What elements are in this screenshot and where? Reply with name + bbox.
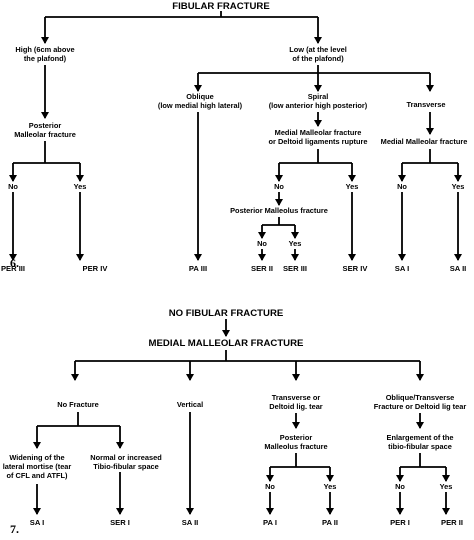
figure-6-title: FIBULAR FRACTURE <box>172 1 270 12</box>
node-spiral: Spiral(low anterior high posterior) <box>269 92 368 110</box>
node-yes-3: Yes <box>289 239 302 248</box>
leaf-per-i: PER I <box>390 518 410 527</box>
leaf-sa-ii-7: SA II <box>182 518 199 527</box>
node-yes-2: Yes <box>346 182 359 191</box>
leaf-sa-ii: SA II <box>450 264 467 273</box>
node-no-1: No <box>8 182 18 191</box>
leaf-sa-i-7: SA I <box>30 518 45 527</box>
node-no-fracture: No Fracture <box>57 400 98 409</box>
leaf-pa-i: PA I <box>263 518 277 527</box>
node-medial-malleolar: Medial Malleolar fracture <box>381 137 468 146</box>
node-transverse: Transverse <box>406 100 445 109</box>
node-no-4: No <box>397 182 407 191</box>
leaf-per-iii: PER III <box>1 264 25 273</box>
leaf-sa-i: SA I <box>395 264 410 273</box>
node-yes-1: Yes <box>74 182 87 191</box>
figure-7-number: 7. <box>10 522 19 536</box>
leaf-per-ii: PER II <box>441 518 463 527</box>
node-yes-6: Yes <box>440 482 453 491</box>
node-no-2: No <box>274 182 284 191</box>
figure-7-title: NO FIBULAR FRACTURE <box>169 308 284 319</box>
node-no-6: No <box>395 482 405 491</box>
node-yes-5: Yes <box>324 482 337 491</box>
leaf-ser-i: SER I <box>110 518 130 527</box>
node-no-5: No <box>265 482 275 491</box>
figure-7-subtitle: MEDIAL MALLEOLAR FRACTURE <box>149 338 305 349</box>
leaf-pa-iii: PA III <box>189 264 207 273</box>
node-oblique: Oblique(low medial high lateral) <box>158 92 243 110</box>
node-vertical: Vertical <box>177 400 203 409</box>
leaf-ser-iii: SER III <box>283 264 307 273</box>
node-no-3: No <box>257 239 267 248</box>
node-posterior-malleolus: Posterior Malleolus fracture <box>230 206 328 215</box>
node-yes-4: Yes <box>452 182 465 191</box>
connector-lines <box>9 11 462 515</box>
leaf-ser-iv: SER IV <box>343 264 369 273</box>
leaf-pa-ii: PA II <box>322 518 338 527</box>
leaf-per-iv: PER IV <box>83 264 109 273</box>
leaf-ser-ii: SER II <box>251 264 273 273</box>
figure-6-number: 6. <box>10 256 19 270</box>
